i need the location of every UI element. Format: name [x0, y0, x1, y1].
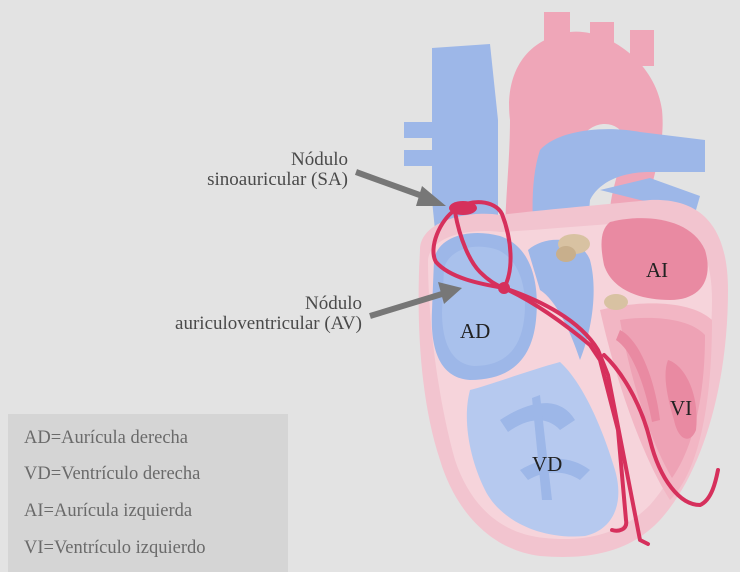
left-atrium-label: AI: [646, 259, 668, 281]
right-atrium-label: AD: [460, 320, 490, 342]
legend-entry-vi: VI=Ventrículo izquierdo: [24, 538, 206, 558]
sa-node-label: Nódulo sinoauricular (SA): [207, 150, 348, 190]
right-ventricle-label: VD: [532, 453, 562, 475]
sa-label-line1: Nódulo: [207, 150, 348, 170]
sa-label-line2: sinoauricular (SA): [207, 170, 348, 190]
right-atrium-inner: [442, 247, 525, 366]
av-label-line2: auriculoventricular (AV): [175, 314, 362, 334]
legend-entry-ai: AI=Aurícula izquierda: [24, 501, 192, 521]
legend-entry-vd: VD=Ventrículo derecha: [24, 464, 200, 484]
av-label-line1: Nódulo: [175, 294, 362, 314]
legend-entry-ad: AD=Aurícula derecha: [24, 428, 188, 448]
legend-box: AD=Aurícula derecha VD=Ventrículo derech…: [8, 414, 288, 572]
sa-node: [449, 201, 477, 215]
left-ventricle-label: VI: [670, 397, 692, 419]
av-node-label: Nódulo auriculoventricular (AV): [175, 294, 362, 334]
av-node: [498, 282, 510, 294]
